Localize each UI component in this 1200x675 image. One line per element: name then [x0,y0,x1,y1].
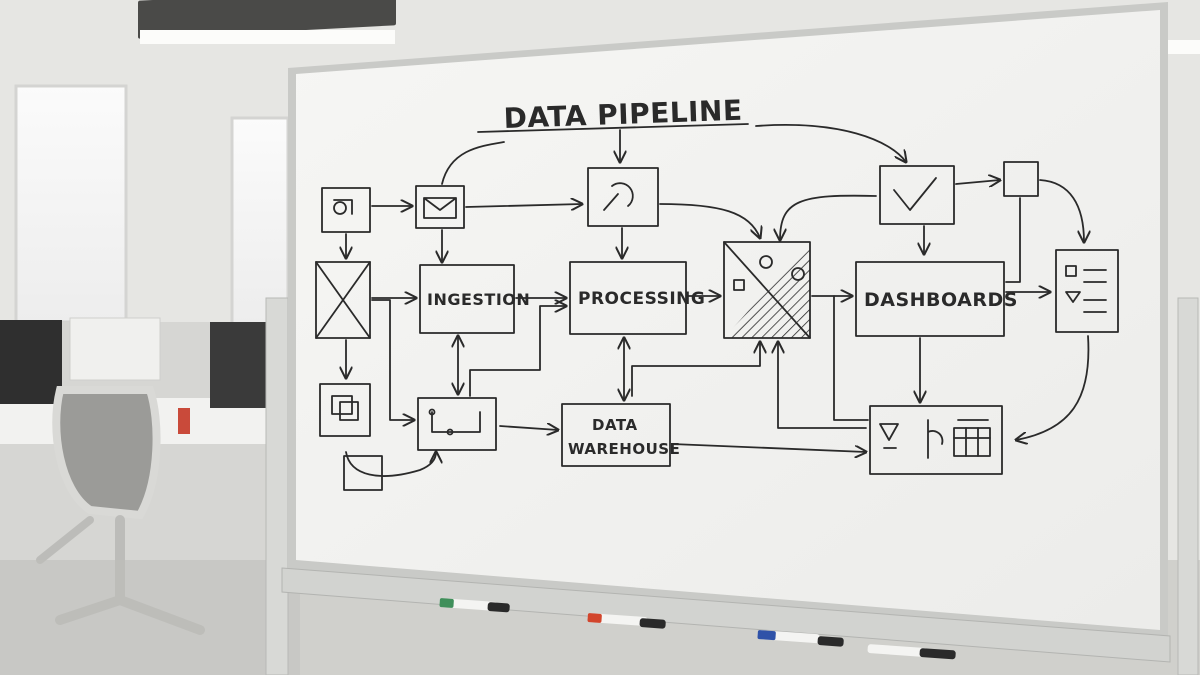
window-middle [230,116,290,326]
ceiling-light [138,0,396,39]
pipeline-diagram: DATA PIPELINE [315,94,1119,491]
whiteboard [281,2,1171,663]
tools-icon-box [587,167,659,227]
check-icon-box [879,165,955,225]
ingestion-label: INGESTION [427,290,530,309]
envelope-box [315,261,371,339]
ingestion-node: INGESTION [419,264,530,334]
processing-label: PROCESSING [578,289,705,309]
processing-node: PROCESSING [569,261,705,335]
data-warehouse-label-line1: DATA [592,416,638,434]
storage-icon-box [319,383,371,437]
dashboards-label: DASHBOARDS [864,289,1018,311]
marker-red [587,613,666,629]
data-warehouse-label-line2: WAREHOUSE [568,440,680,458]
marker-green [439,598,510,613]
report-icon-box [1055,249,1119,333]
window-left [14,84,128,324]
mail-icon-box [415,185,465,229]
queue-box [417,397,497,451]
analysis-icon-box [869,405,1003,475]
source-icon-box [321,187,371,233]
data-warehouse-node: DATA WAREHOUSE [561,403,680,467]
marker-red-2 [867,644,956,660]
dashboards-node: DASHBOARDS [855,261,1018,337]
small-box-bottom [343,455,383,491]
marker-tray [281,567,1171,663]
marker-blue [757,630,844,647]
small-square [1003,161,1039,197]
analytics-box [723,241,811,339]
